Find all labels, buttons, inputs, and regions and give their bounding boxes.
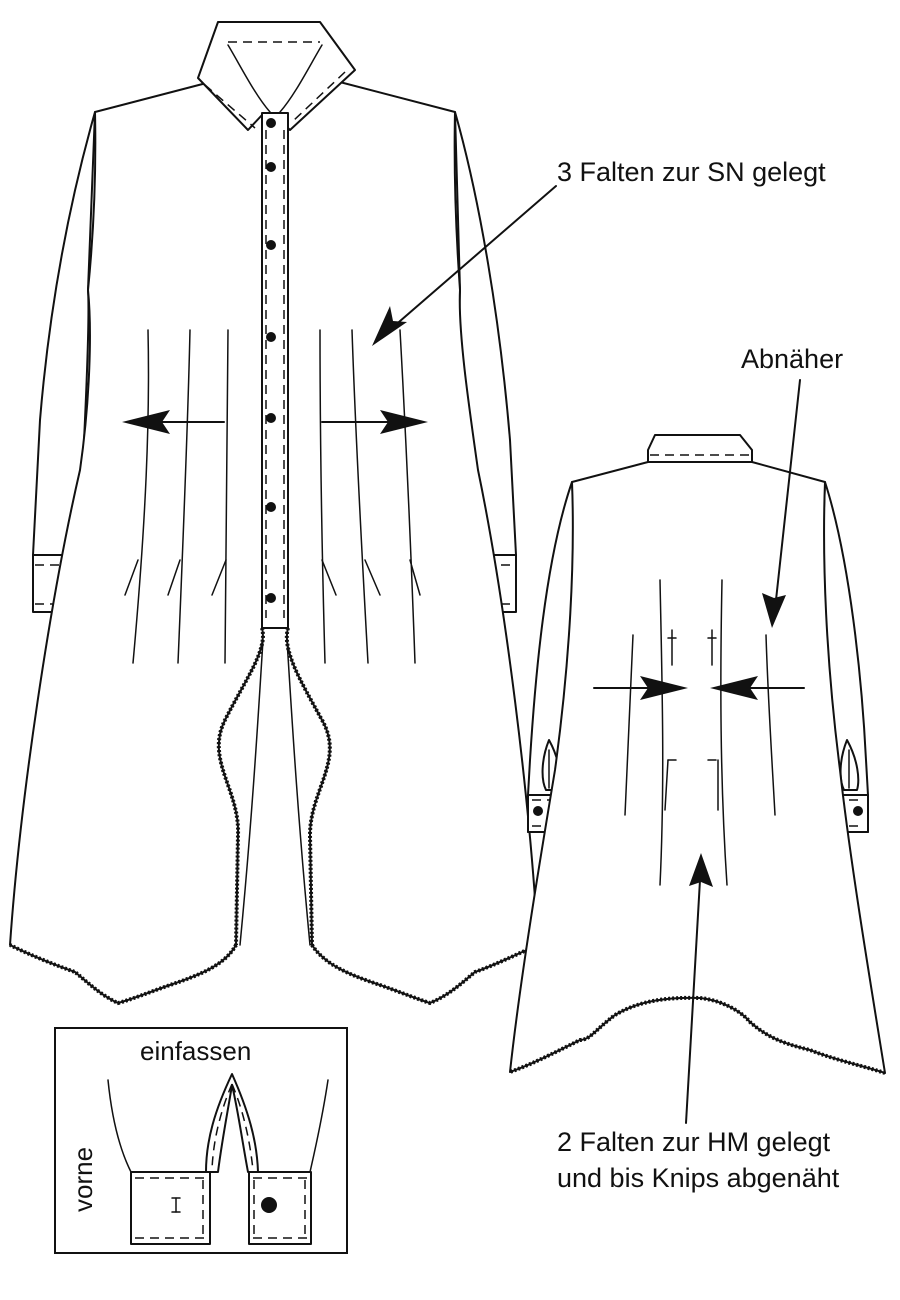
label-back-pleats-line1: 2 Falten zur HM gelegt <box>557 1127 831 1157</box>
cuff-button-left <box>533 806 543 816</box>
callouts: 3 Falten zur SN gelegt Abnäher 2 Falten … <box>372 157 843 1193</box>
arrow-left-icon <box>710 676 758 700</box>
inset-title: einfassen <box>140 1036 251 1066</box>
label-back-pleats-line2: und bis Knips abgenäht <box>557 1163 840 1193</box>
label-darts: Abnäher <box>741 344 843 374</box>
back-view <box>509 434 886 1075</box>
arrow-icon <box>689 853 713 887</box>
cuff-detail-inset: einfassen vorne <box>54 1027 348 1254</box>
arrow-icon <box>372 306 407 346</box>
arrow-right-icon <box>640 676 688 700</box>
front-view <box>9 21 539 1006</box>
inset-side-label: vorne <box>68 1147 98 1212</box>
buttonhole-icon <box>171 1197 181 1213</box>
arrow-left-icon <box>122 410 170 434</box>
back-pleat-lines <box>624 579 776 886</box>
back-collar <box>647 434 753 463</box>
front-buttons <box>266 118 276 603</box>
arrow-right-icon <box>380 410 428 434</box>
arrow-icon <box>762 593 786 628</box>
back-body <box>509 461 886 1074</box>
cuff-button-right <box>853 806 863 816</box>
front-pleat-lines <box>124 329 421 664</box>
label-front-pleats: 3 Falten zur SN gelegt <box>557 157 826 187</box>
cuff-button-icon <box>261 1197 277 1213</box>
